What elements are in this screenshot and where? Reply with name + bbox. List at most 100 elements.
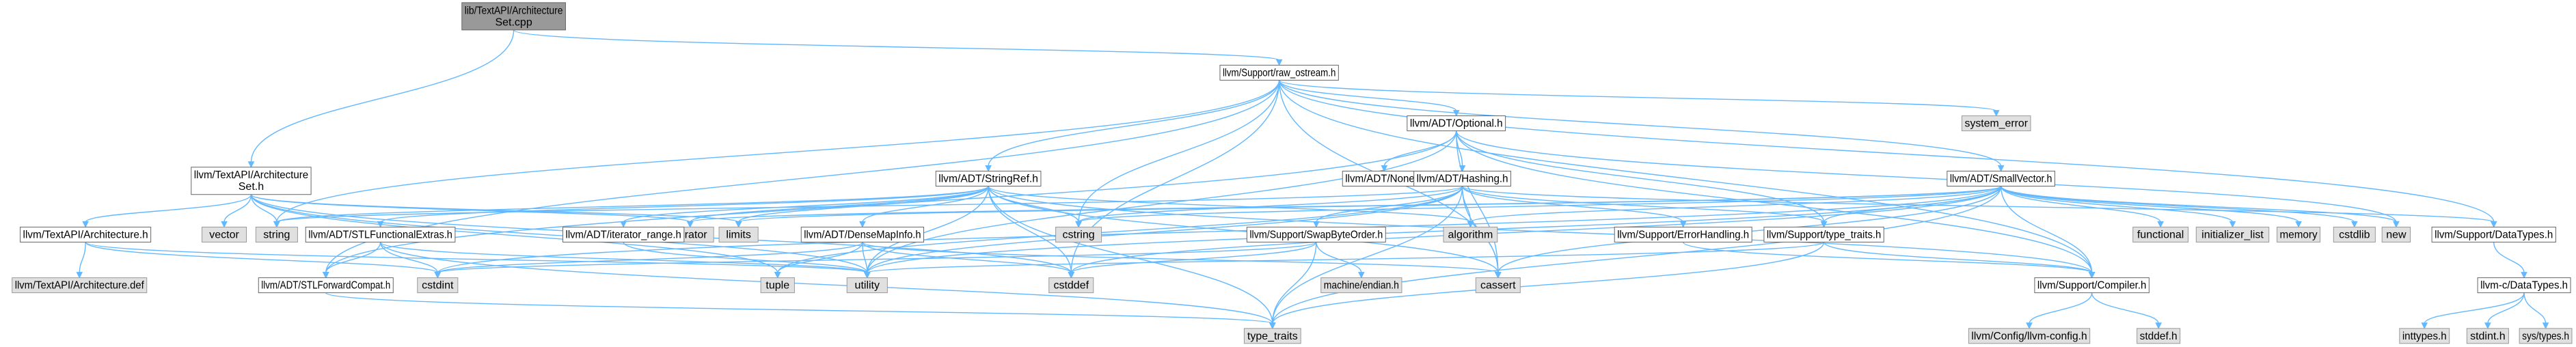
node-label: limits bbox=[726, 229, 750, 240]
edge-raw_ostream-to-system_error bbox=[1278, 79, 1997, 112]
node-label: functional bbox=[2137, 229, 2184, 240]
node-label: llvm/Support/type_traits.h bbox=[1767, 229, 1881, 240]
node-label: tuple bbox=[765, 280, 789, 292]
node-systypes: sys/types.h bbox=[2519, 328, 2573, 344]
node-stddef: stddef.h bbox=[2137, 328, 2181, 344]
node-label: llvm/TextAPI/Architecture.def bbox=[15, 280, 145, 292]
edge-densemapinfo-to-cassert bbox=[862, 241, 1499, 274]
node-label: initializer_list bbox=[2201, 229, 2264, 240]
node-label: memory bbox=[2280, 229, 2318, 240]
arrowhead-stlforward bbox=[322, 272, 329, 279]
node-box bbox=[1243, 328, 1301, 344]
node-limits: limits bbox=[718, 226, 759, 242]
edge-stringref-to-algorithm bbox=[988, 185, 1472, 223]
edge-cdatatypes-to-inttypes bbox=[2424, 292, 2525, 324]
arrowhead-memory bbox=[2295, 221, 2302, 228]
node-label: llvm/ADT/StringRef.h bbox=[938, 174, 1038, 185]
arrowhead-stlfunc bbox=[377, 221, 384, 228]
edge-root-to-archset_h bbox=[250, 29, 515, 163]
edge-arch_h-to-utility bbox=[85, 241, 868, 274]
node-label: llvm/ADT/STLFunctionalExtras.h bbox=[308, 229, 452, 240]
edge-archset_h-to-vector bbox=[223, 194, 252, 223]
node-box bbox=[191, 167, 312, 195]
node-box bbox=[2466, 328, 2509, 344]
node-box bbox=[935, 171, 1042, 187]
edge-stlfunc-to-type_traits bbox=[379, 242, 1273, 324]
arrowhead-iterator bbox=[686, 221, 694, 228]
node-box bbox=[2132, 226, 2189, 242]
node-box bbox=[1320, 277, 1402, 294]
arrowhead-utility bbox=[863, 272, 871, 279]
node-swapbyte[interactable]: llvm/Support/SwapByteOrder.h bbox=[1246, 226, 1386, 242]
edge-cdatatypes-to-systypes bbox=[2523, 292, 2547, 324]
node-none[interactable]: llvm/ADT/None.h bbox=[1342, 171, 1426, 187]
arrowhead-cstddef bbox=[1068, 272, 1075, 279]
node-vector: vector bbox=[202, 226, 247, 242]
edge-smallvector-to-algorithm bbox=[1469, 185, 2002, 223]
node-optional[interactable]: llvm/ADT/Optional.h bbox=[1407, 115, 1506, 132]
node-label: type_traits bbox=[1247, 331, 1298, 342]
edge-raw_ostream-to-string bbox=[276, 80, 1280, 223]
edge-archset_h-to-limits bbox=[250, 194, 740, 223]
node-box bbox=[1055, 226, 1102, 242]
node-cdatatypes[interactable]: llvm-c/DataTypes.h bbox=[2477, 277, 2571, 294]
edge-stlfunc-to-cstdint bbox=[379, 242, 439, 273]
node-label: lib/TextAPI/Architecture bbox=[465, 5, 563, 16]
node-label: Set.cpp bbox=[495, 16, 532, 28]
edge-swapbyte-to-endian bbox=[1316, 242, 1362, 273]
node-errorhandling[interactable]: llvm/Support/ErrorHandling.h bbox=[1614, 226, 1752, 242]
node-stlfunc[interactable]: llvm/ADT/STLFunctionalExtras.h bbox=[305, 226, 456, 242]
edge-type_traits_h-to-compiler bbox=[1823, 242, 2093, 274]
node-box bbox=[1614, 226, 1752, 242]
arrowhead-cdatatypes bbox=[2521, 272, 2527, 279]
edge-errorhandling-to-compiler bbox=[1683, 241, 2093, 274]
node-compiler[interactable]: llvm/Support/Compiler.h bbox=[2034, 277, 2150, 294]
node-box bbox=[1413, 171, 1512, 187]
node-arch-h[interactable]: llvm/TextAPI/Architecture.h bbox=[20, 226, 152, 242]
edge-hashing-to-cstring bbox=[1078, 186, 1463, 223]
node-label: system_error bbox=[1965, 118, 2029, 130]
arrowhead-init_list bbox=[2229, 221, 2236, 228]
node-label: cstddef bbox=[1053, 280, 1089, 292]
node-label: cstdlib bbox=[2339, 229, 2370, 240]
node-hashing[interactable]: llvm/ADT/Hashing.h bbox=[1413, 171, 1512, 187]
edge-densemapinfo-to-tuple bbox=[777, 242, 863, 273]
edge-datatypes-to-cdatatypes bbox=[2493, 242, 2525, 273]
node-box bbox=[1246, 226, 1386, 242]
node-label: string bbox=[263, 229, 290, 240]
arrowhead-system_error bbox=[1992, 110, 2000, 117]
node-box bbox=[2034, 277, 2150, 294]
node-type-traits-h[interactable]: llvm/Support/type_traits.h bbox=[1763, 226, 1884, 242]
edge-raw_ostream-to-optional bbox=[1278, 80, 1457, 112]
edge-smallvector-to-new bbox=[2000, 186, 2397, 223]
node-raw-ostream[interactable]: llvm/Support/raw_ostream.h bbox=[1219, 64, 1339, 81]
node-memory: memory bbox=[2277, 226, 2321, 242]
node-label: llvm/ADT/None.h bbox=[1345, 174, 1423, 185]
edge-hashing-to-type_traits bbox=[1272, 186, 1463, 324]
node-box bbox=[1048, 277, 1094, 294]
node-cstdlib: cstdlib bbox=[2333, 226, 2376, 242]
node-datatypes[interactable]: llvm/Support/DataTypes.h bbox=[2431, 226, 2556, 242]
arrowhead-vector bbox=[221, 221, 228, 228]
node-system-error: system_error bbox=[1962, 115, 2031, 132]
arrowhead-type_traits bbox=[1269, 322, 1276, 329]
node-iter-range[interactable]: llvm/ADT/iterator_range.h bbox=[562, 226, 685, 242]
node-densemapinfo[interactable]: llvm/ADT/DenseMapInfo.h bbox=[800, 226, 925, 242]
arrowhead-densemapinfo bbox=[859, 221, 866, 228]
arrowhead-iter_range bbox=[620, 221, 627, 228]
graph-edges bbox=[76, 29, 2549, 329]
node-label: llvm/ADT/iterator_range.h bbox=[566, 229, 681, 240]
edge-arch_h-to-arch_def bbox=[79, 242, 86, 273]
node-stringref[interactable]: llvm/ADT/StringRef.h bbox=[935, 171, 1042, 187]
node-label: llvm/ADT/STLForwardCompat.h bbox=[261, 280, 390, 292]
arrowhead-smallvector bbox=[1997, 165, 2005, 172]
node-box bbox=[2381, 226, 2411, 242]
arrowhead-stddef bbox=[2155, 322, 2162, 329]
node-label: llvm/ADT/SmallVector.h bbox=[1950, 174, 2052, 185]
node-stlforward[interactable]: llvm/ADT/STLForwardCompat.h bbox=[258, 277, 394, 294]
node-box bbox=[800, 226, 925, 242]
node-smallvector[interactable]: llvm/ADT/SmallVector.h bbox=[1947, 171, 2055, 187]
arrowhead-arch_def bbox=[76, 272, 83, 279]
